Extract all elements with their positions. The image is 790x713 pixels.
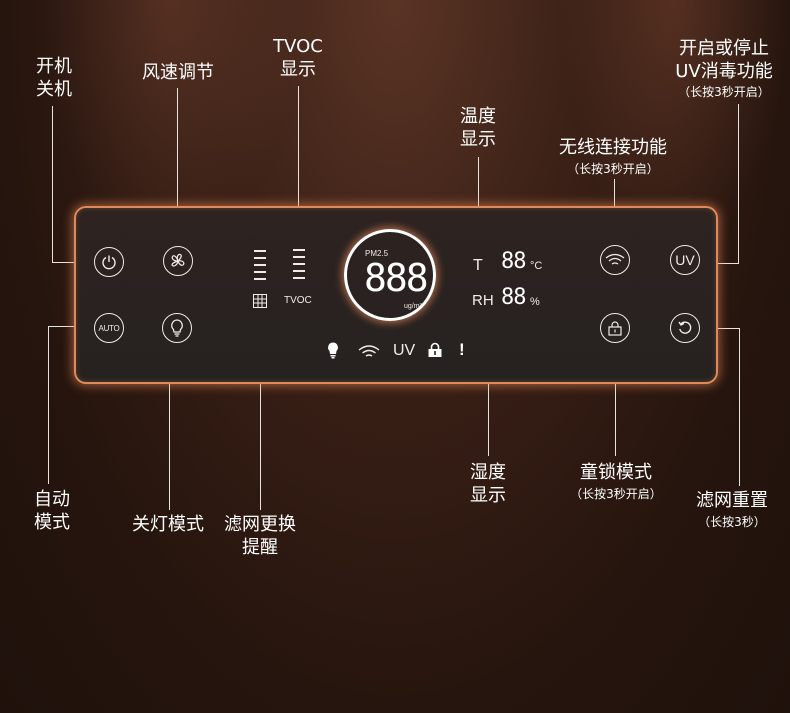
callout-humidity: 湿度 显示: [450, 462, 526, 507]
callout-auto-l2: 模式: [34, 511, 70, 533]
tvoc-level-bars: [293, 249, 305, 284]
pm25-ring: [344, 229, 436, 321]
callout-temp-l1: 温度: [460, 106, 496, 127]
leader-auto-h: [48, 326, 94, 327]
rh-letter: RH: [472, 292, 494, 309]
fan-icon: [171, 253, 185, 267]
callout-wifi-sub: （长按3秒开启）: [567, 161, 659, 176]
temp-letter: T: [473, 257, 483, 274]
leader-auto-v: [48, 326, 49, 484]
leader-childlock: [615, 343, 616, 456]
callout-filter: 滤网更换 提醒: [210, 514, 310, 559]
callout-filter-l1: 滤网更换: [224, 514, 296, 535]
callout-childlock: 童锁模式 （长按3秒开启）: [556, 462, 676, 502]
pm25-digits: 888: [364, 256, 429, 300]
callout-power-l2: 关机: [36, 78, 72, 100]
callout-power-l1: 开机: [36, 56, 72, 77]
auto-mode-button[interactable]: AUTO: [94, 313, 124, 343]
light-off-button[interactable]: [162, 313, 192, 343]
filter-level-bars: [254, 250, 266, 285]
leader-filter: [260, 311, 261, 510]
callout-wifi-text: 无线连接功能: [559, 137, 667, 158]
temp-unit: °C: [530, 260, 543, 272]
callout-uv-l2: UV消毒功能: [675, 60, 773, 82]
alert-status-icon: !: [459, 340, 465, 359]
filter-reset-button[interactable]: [670, 313, 700, 343]
leader-reset-v: [739, 328, 740, 486]
leader-power-h: [52, 262, 94, 263]
leader-light: [169, 344, 170, 510]
leader-uv-h: [700, 263, 739, 264]
pm25-unit: ug/m³: [404, 303, 422, 310]
leader-power-v: [52, 106, 53, 262]
uv-status-text: UV: [393, 342, 416, 359]
callout-power: 开机 关机: [18, 56, 90, 101]
fan-speed-button[interactable]: [163, 246, 193, 276]
lock-icon: [608, 321, 622, 336]
callout-auto-l1: 自动: [34, 489, 70, 510]
rh-digits: 88: [501, 285, 526, 310]
callout-auto: 自动 模式: [16, 489, 88, 534]
callout-uv-sub: （长按3秒开启）: [678, 85, 770, 99]
callout-light: 关灯模式: [118, 514, 218, 537]
callout-humidity-l1: 湿度: [470, 462, 506, 483]
power-icon: [102, 255, 116, 270]
rh-unit: %: [530, 296, 540, 308]
callout-childlock-sub: （长按3秒开启）: [570, 486, 662, 501]
lock-status-icon: [427, 342, 443, 362]
light-status-icon: [327, 342, 339, 363]
callout-temp-l2: 显示: [460, 128, 496, 150]
wifi-button[interactable]: [600, 245, 630, 275]
filter-grid-icon: [253, 293, 267, 312]
auto-button-label: AUTO: [98, 323, 120, 333]
callout-uv-l1: 开启或停止: [679, 38, 769, 59]
tvoc-label: TVOC: [284, 295, 312, 306]
callout-humidity-l2: 显示: [470, 484, 506, 506]
callout-uv: 开启或停止 UV消毒功能 （长按3秒开启）: [660, 38, 788, 100]
reset-icon: [678, 321, 692, 334]
callout-fan-text: 风速调节: [142, 62, 214, 83]
bulb-icon: [171, 319, 183, 337]
uv-button[interactable]: UV: [670, 245, 700, 275]
callout-tvoc-l1: TVOC: [273, 36, 323, 57]
uv-button-label: UV: [675, 252, 695, 268]
leader-reset-h: [700, 328, 740, 329]
leader-fan: [177, 88, 178, 248]
callout-light-text: 关灯模式: [132, 514, 204, 535]
callout-reset: 滤网重置 （长按3秒）: [680, 490, 784, 530]
wifi-status-icon: [358, 344, 380, 363]
callout-fan: 风速调节: [128, 62, 228, 85]
callout-reset-text: 滤网重置: [696, 490, 768, 511]
leader-uv-v: [738, 104, 739, 264]
callout-tvoc-l2: 显示: [280, 58, 316, 80]
callout-tvoc: TVOC 显示: [258, 36, 338, 81]
wifi-icon: [605, 253, 625, 265]
callout-reset-sub: （长按3秒）: [698, 514, 766, 529]
callout-filter-l2: 提醒: [242, 536, 278, 558]
leader-tvoc: [298, 86, 299, 246]
child-lock-button[interactable]: [600, 313, 630, 343]
pm25-label: PM2.5: [365, 249, 389, 258]
power-button[interactable]: [94, 247, 124, 277]
leader-temp: [478, 157, 479, 249]
callout-childlock-text: 童锁模式: [580, 462, 652, 483]
callout-temp: 温度 显示: [440, 106, 516, 151]
callout-wifi: 无线连接功能 （长按3秒开启）: [540, 137, 686, 177]
temp-digits: 88: [501, 249, 526, 274]
